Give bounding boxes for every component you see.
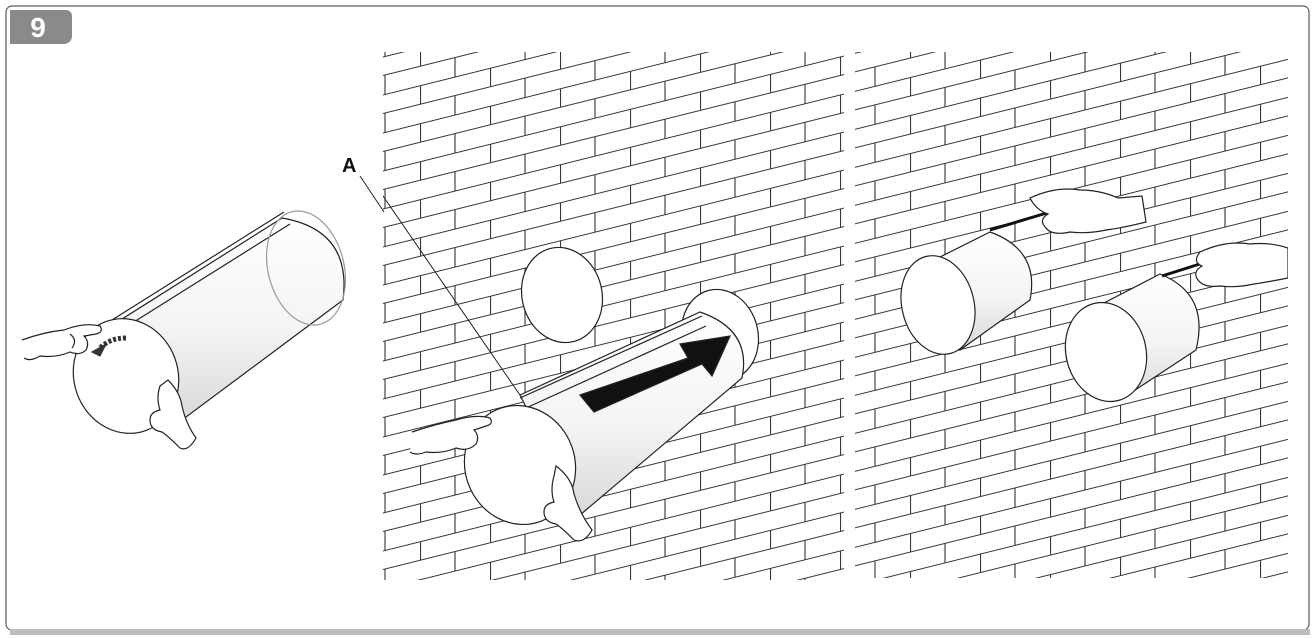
panel-insert-tube — [372, 52, 844, 580]
right-hand-icon — [1196, 243, 1288, 287]
brick-wall-left — [383, 52, 844, 580]
step-number: 9 — [30, 12, 46, 43]
callout-label-a: A — [342, 155, 356, 177]
panel-trim-tubes — [855, 52, 1288, 578]
figure-bottom-shadow — [10, 629, 1310, 635]
